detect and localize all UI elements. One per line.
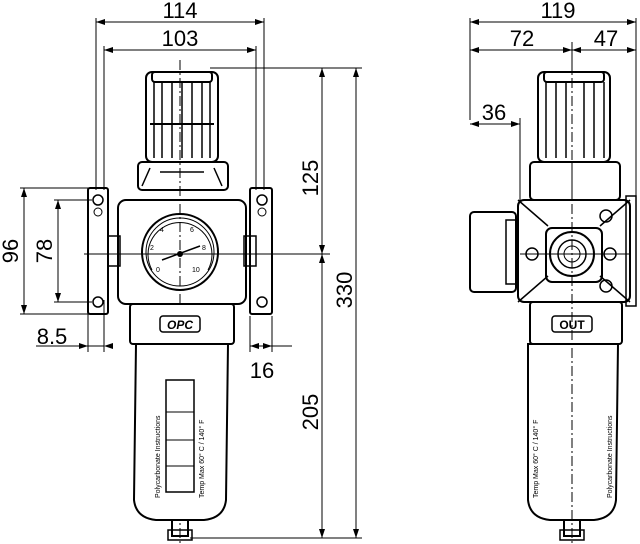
dim-bracket-offset: 8.5 bbox=[36, 300, 113, 352]
side-body bbox=[517, 195, 637, 307]
side-bowl-text-left: Temp Max 60° C / 140° F bbox=[532, 420, 540, 498]
dim-125-label: 125 bbox=[298, 160, 323, 197]
side-adjustment-knob bbox=[529, 71, 621, 201]
filter-bowl: Polycarbonate Instructions Temp Max 60° … bbox=[132, 343, 230, 541]
dim-16-label: 16 bbox=[250, 358, 274, 383]
dim-bracket-heights: 96 78 bbox=[0, 187, 92, 315]
side-bowl-text-right: Polycarbonate Instructions bbox=[607, 415, 614, 498]
gauge-mark-0: 0 bbox=[156, 267, 160, 274]
side-dim-overall-width: 119 bbox=[469, 0, 637, 200]
bowl-text-right: Temp Max 60° C / 140° F bbox=[198, 420, 206, 498]
dim-103-label: 103 bbox=[162, 26, 199, 51]
dim-78-label: 78 bbox=[32, 239, 57, 263]
adjustment-knob bbox=[137, 71, 229, 191]
pressure-gauge: 0 2 4 6 8 10 bbox=[141, 213, 219, 291]
dim-96-label: 96 bbox=[0, 239, 23, 263]
gauge-mark-10: 10 bbox=[192, 267, 200, 274]
dim-114-label: 114 bbox=[162, 0, 197, 23]
side-filter-bowl: Temp Max 60° C / 140° F Polycarbonate In… bbox=[527, 60, 620, 544]
gauge-mark-2: 2 bbox=[150, 245, 154, 252]
side-gauge bbox=[469, 211, 519, 293]
dim-body-width: 103 bbox=[103, 26, 257, 190]
bowl-text-left: Polycarbonate Instructions bbox=[155, 415, 162, 498]
side-dim-36-label: 36 bbox=[482, 100, 506, 125]
dim-205-label: 205 bbox=[298, 394, 323, 431]
dim-overall-width: 114 bbox=[95, 0, 265, 190]
dim-bracket-width: 16 bbox=[249, 316, 292, 383]
front-view: 114 103 330 125 205 bbox=[0, 0, 362, 544]
dim-8-5-label: 8.5 bbox=[37, 324, 68, 349]
gauge-mark-6: 6 bbox=[190, 227, 194, 234]
gauge-mark-8: 8 bbox=[202, 245, 206, 252]
brand-label: OPC bbox=[167, 318, 193, 332]
side-dim-119-label: 119 bbox=[540, 0, 575, 23]
side-lower-housing: OUT bbox=[529, 301, 623, 345]
side-dim-72-label: 72 bbox=[510, 26, 534, 51]
side-dim-gauge-offset: 36 bbox=[470, 100, 521, 210]
dim-330-label: 330 bbox=[332, 272, 357, 309]
lower-housing: OPC bbox=[129, 303, 235, 345]
dim-vertical-group: 330 125 205 bbox=[190, 67, 362, 539]
gauge-mark-4: 4 bbox=[160, 227, 164, 234]
side-view: 119 72 47 36 bbox=[469, 0, 637, 544]
side-dim-47-label: 47 bbox=[594, 26, 618, 51]
